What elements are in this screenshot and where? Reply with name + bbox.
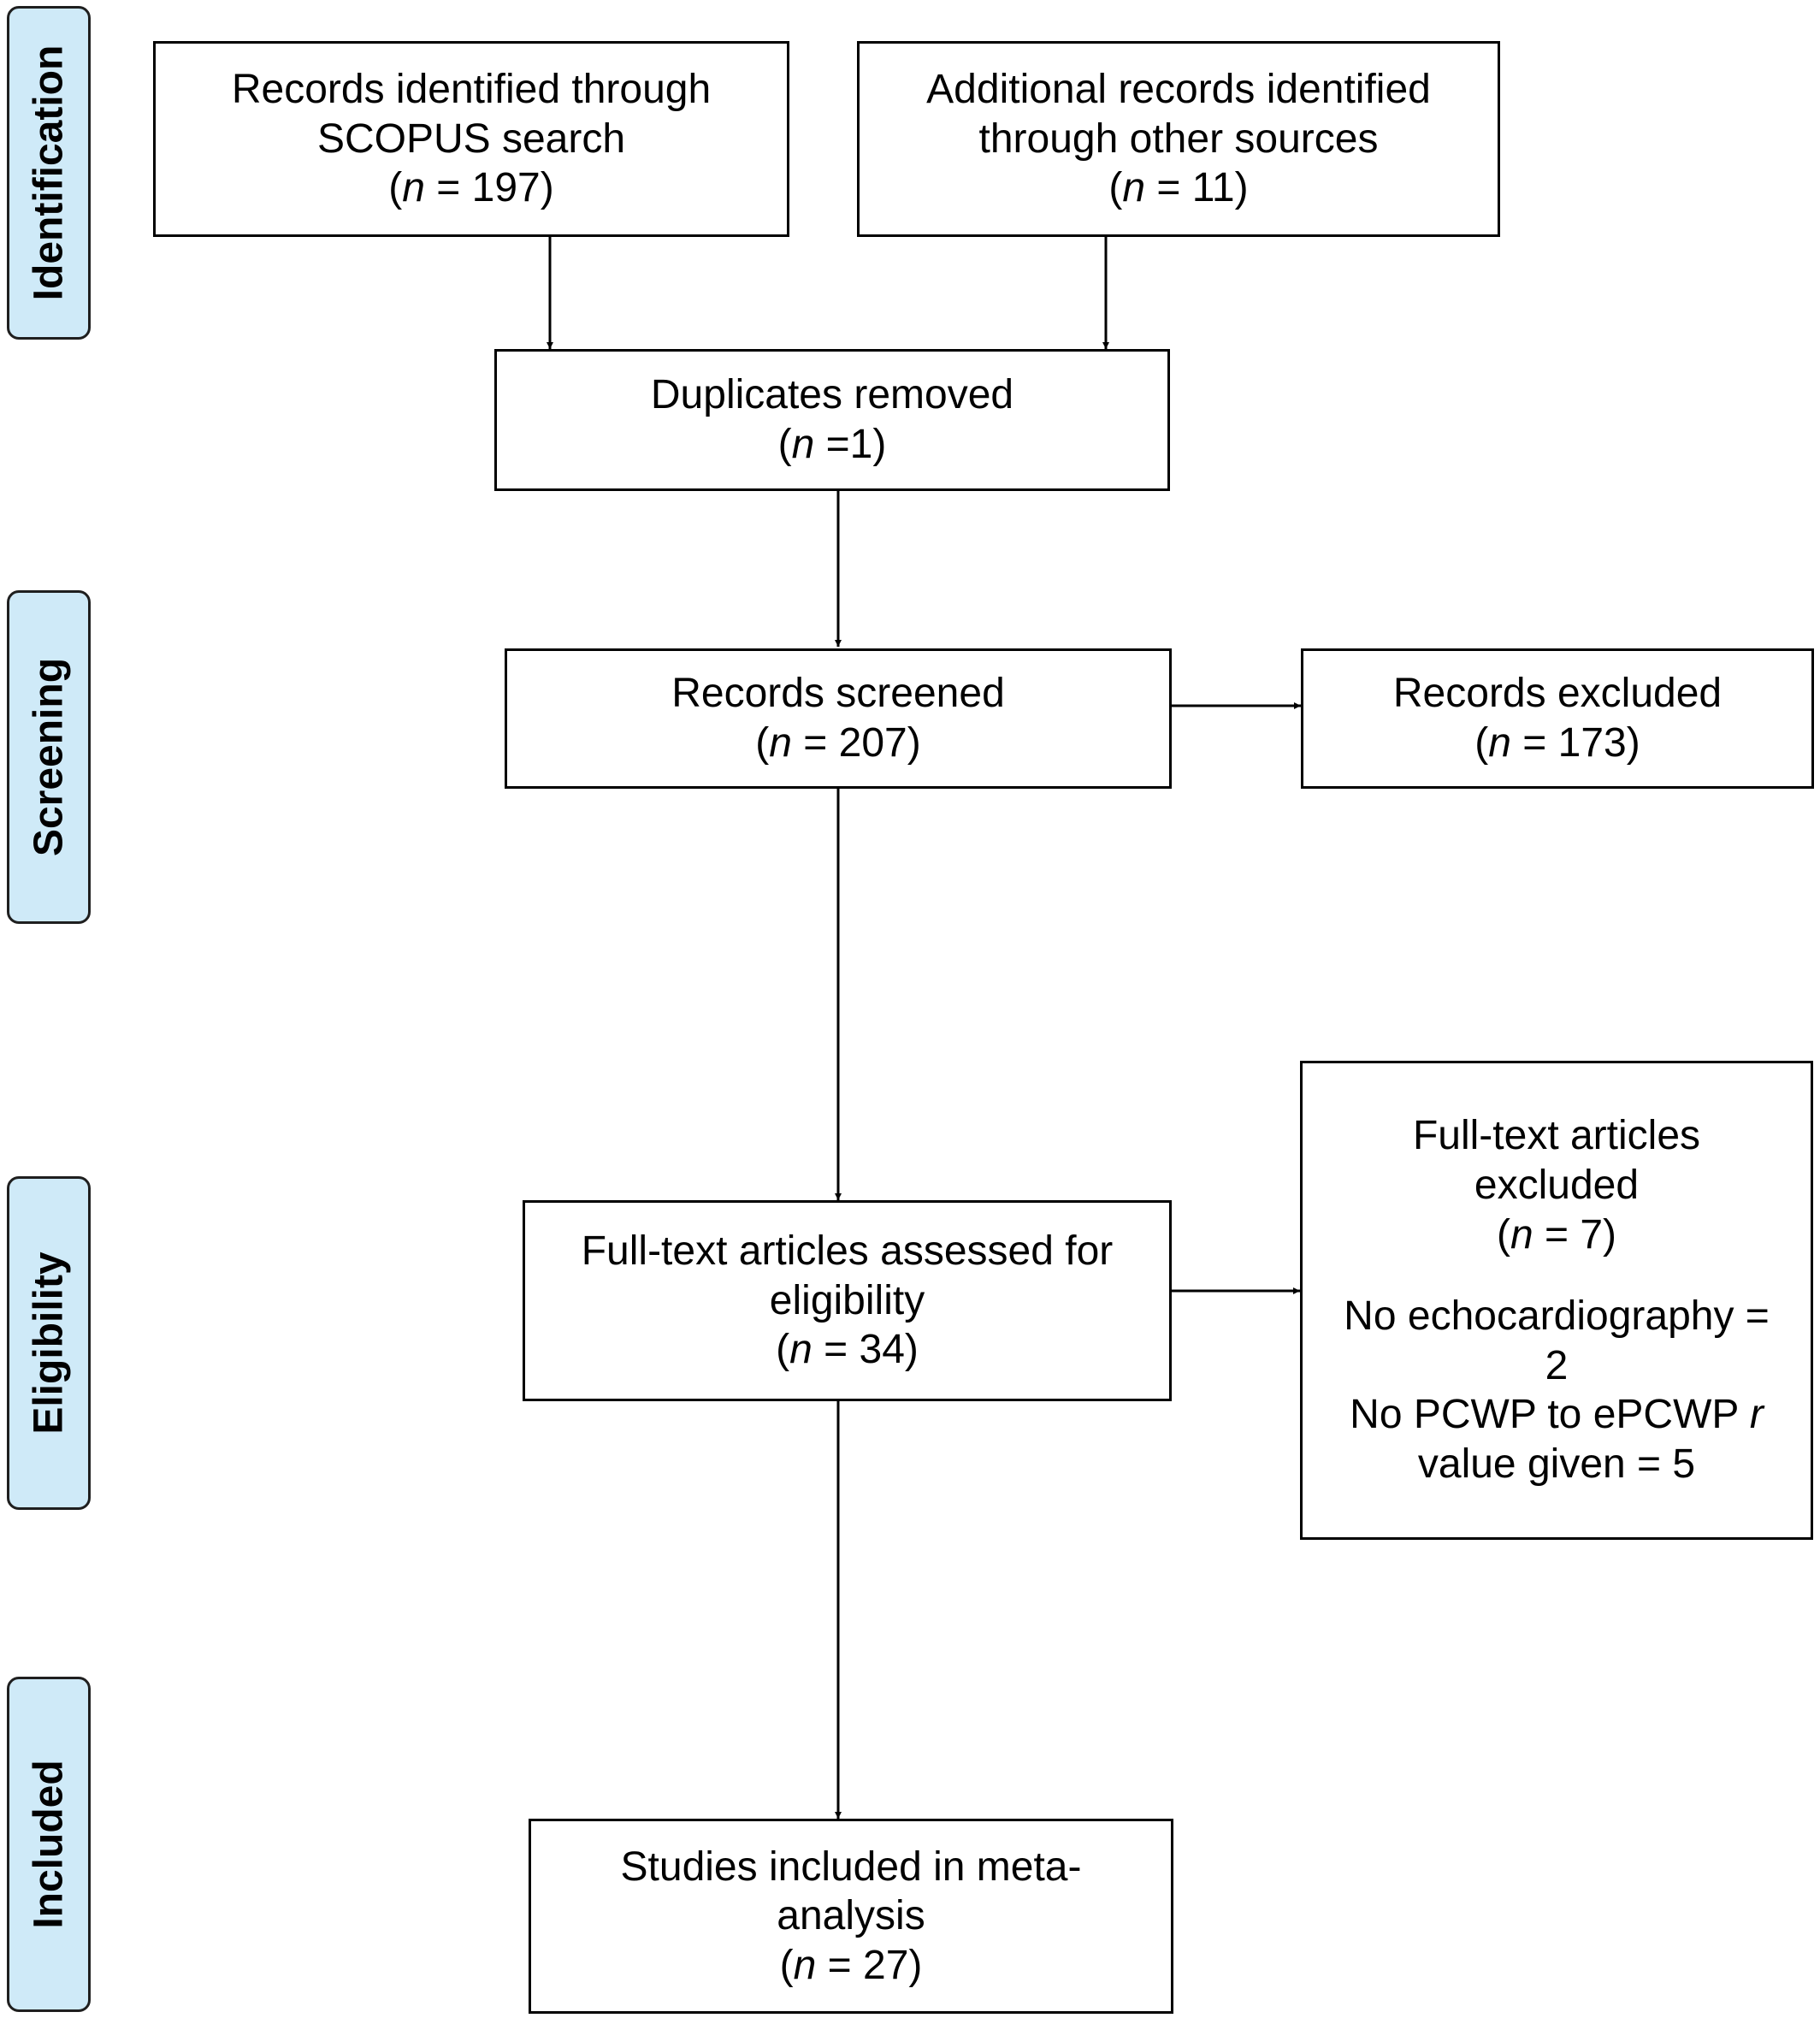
exclusion-reason-2: No PCWP to ePCWP r (1350, 1392, 1764, 1438)
fulltext-count: (n = 34) (776, 1327, 919, 1373)
exclusion-reason-1: No echocardiography = (1344, 1293, 1770, 1340)
fulltext-excluded-line-1: Full-text articles (1412, 1113, 1701, 1159)
box-records-screened: Records screened (n = 207) (505, 648, 1172, 789)
included-line-1: Studies included in meta- (620, 1843, 1082, 1890)
phase-identification: Identification (7, 6, 91, 340)
scopus-line-2: SCOPUS search (316, 115, 626, 162)
box-scopus-records: Records identified through SCOPUS search… (153, 41, 789, 237)
excluded-count: (n = 173) (1474, 720, 1640, 766)
phase-included: Included (7, 1677, 91, 2012)
screened-count: (n = 207) (755, 720, 921, 766)
box-other-sources: Additional records identified through ot… (857, 41, 1500, 237)
scopus-line-1: Records identified through (231, 67, 712, 113)
scopus-count: (n = 197) (388, 165, 554, 211)
phase-screening: Screening (7, 590, 91, 924)
box-fulltext-excluded: Full-text articles excluded (n = 7) No e… (1300, 1061, 1813, 1540)
other-count: (n = 11) (1108, 165, 1249, 211)
box-records-excluded: Records excluded (n = 173) (1301, 648, 1814, 789)
other-line-2: through other sources (978, 115, 1379, 162)
fulltext-excluded-count: (n = 7) (1496, 1211, 1617, 1258)
included-line-2: analysis (777, 1893, 925, 1939)
fulltext-line-1: Full-text articles assessed for (581, 1228, 1114, 1275)
excluded-line-1: Records excluded (1392, 671, 1722, 717)
other-line-1: Additional records identified (926, 67, 1431, 113)
exclusion-reason-2-value: value given = 5 (1417, 1441, 1696, 1487)
fulltext-excluded-line-2: excluded (1474, 1163, 1640, 1209)
included-count: (n = 27) (779, 1942, 923, 1988)
fulltext-line-2: eligibility (769, 1277, 925, 1323)
exclusion-reason-1-value: 2 (1545, 1342, 1569, 1388)
box-duplicates-removed: Duplicates removed (n =1) (494, 349, 1170, 491)
phase-eligibility: Eligibility (7, 1176, 91, 1510)
duplicates-line-1: Duplicates removed (650, 372, 1014, 418)
box-studies-included: Studies included in meta- analysis (n = … (529, 1819, 1173, 2014)
duplicates-count: (n =1) (777, 422, 887, 467)
screened-line-1: Records screened (671, 671, 1005, 717)
box-fulltext-assessed: Full-text articles assessed for eligibil… (523, 1200, 1172, 1401)
